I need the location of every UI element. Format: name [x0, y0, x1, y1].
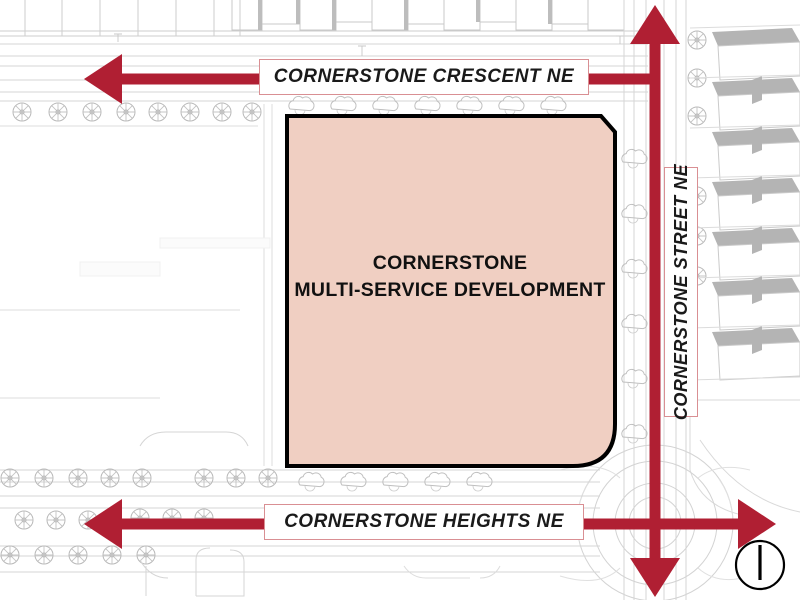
north-buildings	[231, 0, 625, 31]
crescent-hydrants	[114, 33, 624, 56]
southeast-parcel-lines	[689, 399, 800, 515]
development-parcel	[285, 114, 617, 468]
street-arrow-head-up	[630, 5, 680, 44]
street-label-cornerstone-heights-ne[interactable]: CORNERSTONE HEIGHTS NE	[264, 504, 584, 540]
heights-arrow-head-left	[84, 499, 122, 549]
west-property-lines	[0, 104, 273, 466]
west-faint-shapes	[79, 237, 271, 277]
south-curb-details	[403, 565, 501, 579]
street-label-cornerstone-crescent-ne[interactable]: CORNERSTONE CRESCENT NE	[259, 59, 589, 95]
street-arrow-head-down	[630, 558, 680, 597]
north-parcel-lotlines	[0, 0, 640, 37]
rowhouse-block-ne	[689, 24, 800, 381]
north-arrow	[734, 539, 786, 591]
street-label-text: CORNERSTONE STREET NE	[670, 163, 691, 421]
street-label-cornerstone-street-ne[interactable]: CORNERSTONE STREET NE	[664, 163, 698, 421]
crescent-arrow-head-left	[84, 54, 122, 104]
street-label-text: CORNERSTONE CRESCENT NE	[273, 66, 575, 87]
street-label-text: CORNERSTONE HEIGHTS NE	[284, 511, 564, 532]
south-driveways	[139, 431, 249, 597]
heights-arrow-head-right	[738, 499, 776, 549]
